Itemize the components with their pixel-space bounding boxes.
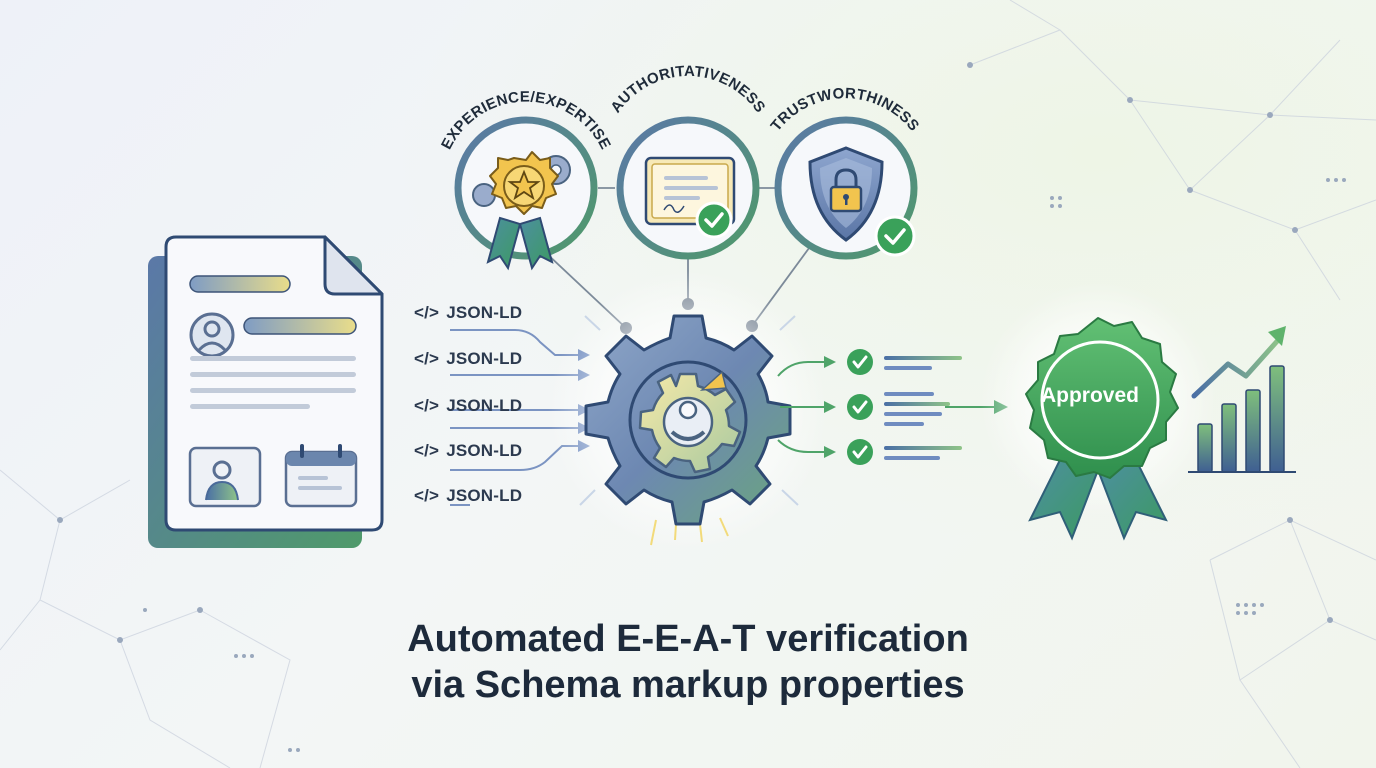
approved-badge-icon: [980, 282, 1216, 541]
code-icon: </>: [414, 303, 440, 322]
approved-label: Approved: [1040, 384, 1139, 407]
json-ld-label-3: </>JSON-LD: [414, 396, 523, 415]
code-icon: </>: [414, 441, 440, 460]
certificate-icon: [644, 156, 736, 239]
growth-chart-icon: [1188, 326, 1296, 473]
title-line-1: Automated E-E-A-T verification: [407, 618, 969, 660]
award-gear-icon: [472, 151, 571, 271]
code-icon: </>: [414, 396, 440, 415]
json-ld-label-1: </>JSON-LD: [414, 303, 523, 322]
shield-lock-icon: [808, 146, 916, 257]
background-dots: [57, 62, 1346, 752]
verification-gear-icon: [584, 314, 792, 526]
title-line-2: via Schema markup properties: [411, 664, 965, 706]
output-arrows: [777, 361, 998, 453]
json-ld-label-2: </>JSON-LD: [414, 349, 523, 368]
checklist: [847, 349, 962, 465]
json-ld-label-4: </>JSON-LD: [414, 441, 523, 460]
json-ld-label-5: </>JSON-LD: [414, 486, 523, 505]
label-authoritativeness: AUTHORITATIVENESS: [607, 63, 768, 116]
diagram-title: Automated E-E-A-T verification via Schem…: [0, 616, 1376, 708]
web-page-document-icon: [148, 235, 384, 548]
code-icon: </>: [414, 486, 440, 505]
code-icon: </>: [414, 349, 440, 368]
